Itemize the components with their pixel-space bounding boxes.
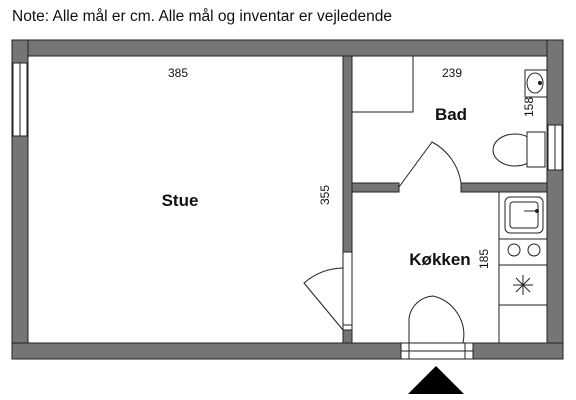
outer-wall-top [11, 39, 564, 57]
sink-icon [524, 69, 548, 98]
outer-wall-bottom-left [11, 342, 402, 360]
dim-kokken-side: 185 [477, 249, 491, 269]
kitchen-counter [498, 191, 548, 344]
hob-icon [507, 243, 541, 257]
windows [12, 62, 563, 171]
dim-stue-height: 355 [318, 185, 332, 205]
room-label-bad: Bad [435, 105, 467, 124]
dim-stue-width: 385 [168, 66, 188, 80]
bath-door [398, 141, 462, 192]
entrance-arrow-icon [408, 366, 464, 394]
dim-bad-side: 158 [522, 97, 536, 117]
interior-wall-upper [342, 55, 353, 253]
bath-wall-right [460, 182, 548, 193]
bath-wall-left [351, 182, 400, 193]
interior-wall-lower [342, 329, 353, 344]
toilet-icon [492, 131, 546, 168]
room-label-stue: Stue [162, 191, 199, 210]
entrance-door [400, 295, 474, 360]
outer-wall-right [546, 39, 564, 360]
kitchen-sink-icon [504, 196, 544, 234]
room-label-kokken: Køkken [409, 250, 470, 269]
walls [11, 39, 564, 360]
stue-door [303, 252, 353, 331]
bath-cabinet [352, 56, 414, 113]
outer-wall-bottom-right [472, 342, 564, 360]
dim-bad-width: 239 [442, 66, 462, 80]
plan-note: Note: Alle mål er cm. Alle mål og invent… [12, 8, 392, 25]
oven-icon [513, 275, 533, 295]
